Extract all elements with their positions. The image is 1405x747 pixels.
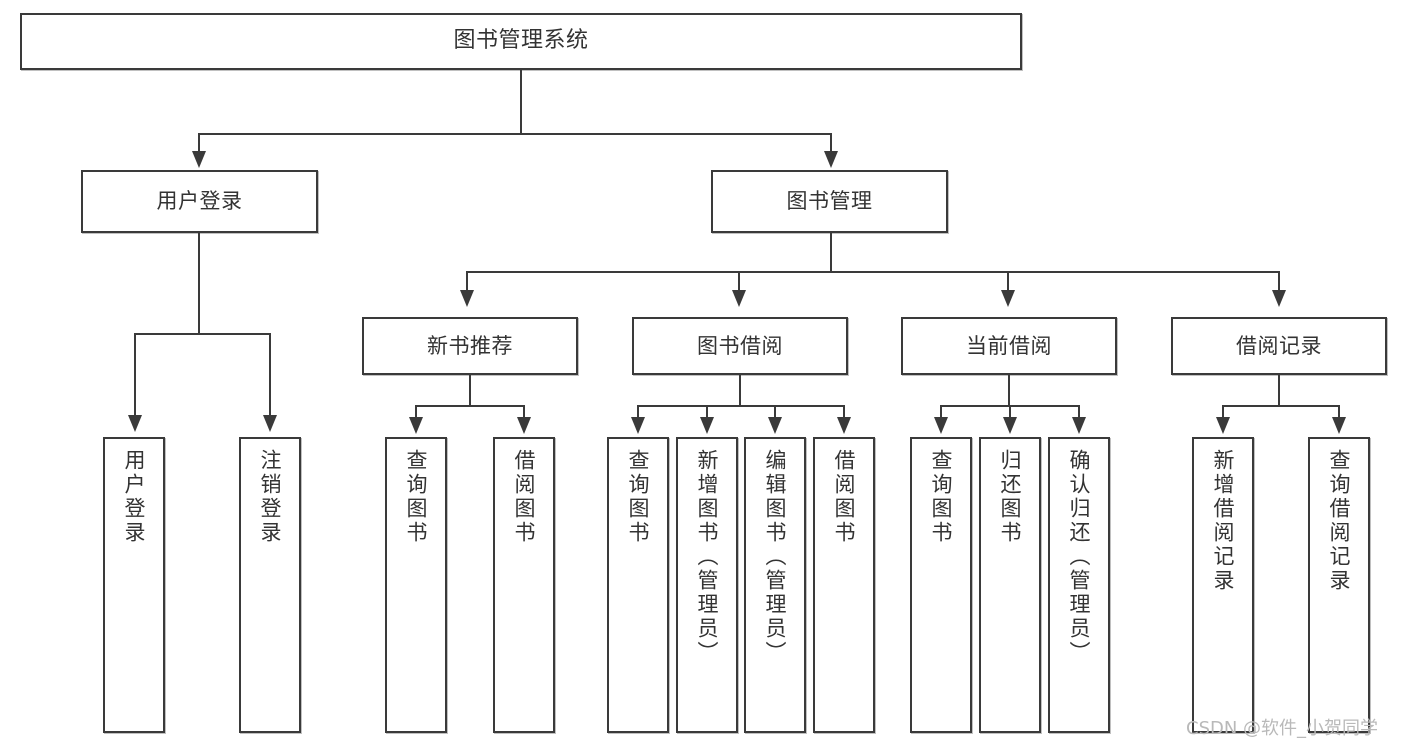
edge-borrow-record-stem: [1278, 375, 1280, 406]
arrowhead-bb-add: [700, 417, 714, 434]
leaf-current-return-book[interactable]: 归还图书: [979, 437, 1041, 733]
node-root-library-system[interactable]: 图书管理系统: [20, 13, 1022, 70]
arrowhead-leaf-user-login: [128, 415, 142, 432]
arrowhead-leaf-logout: [263, 415, 277, 432]
edge-drop-book-mgmt: [830, 133, 832, 153]
leaf-logout[interactable]: 注销登录: [239, 437, 301, 733]
csdn-watermark: CSDN @软件_小贺同学: [1186, 718, 1379, 739]
edge-drop-bb-add: [706, 405, 708, 419]
arrowhead-current-borrow: [1001, 290, 1015, 307]
node-label: 借阅图书: [832, 449, 857, 545]
node-book-borrow[interactable]: 图书借阅: [632, 317, 848, 375]
leaf-record-add-record[interactable]: 新增借阅记录: [1192, 437, 1254, 733]
leaf-borrow-add-book-admin[interactable]: 新增图书（管理员）: [676, 437, 738, 733]
leaf-current-query-book[interactable]: 查询图书: [910, 437, 972, 733]
edge-book-mgmt-stem: [830, 233, 832, 272]
edge-borrow-record-bus: [1222, 405, 1339, 407]
edge-level3-bus: [466, 271, 1280, 273]
node-borrow-record[interactable]: 借阅记录: [1171, 317, 1387, 375]
node-label: 新书推荐: [427, 333, 513, 358]
node-label: 新增借阅记录: [1211, 449, 1236, 593]
edge-book-borrow-stem: [739, 375, 741, 406]
edge-current-borrow-stem: [1008, 375, 1010, 406]
arrowhead-new-book: [460, 290, 474, 307]
node-label: 查询图书: [626, 449, 651, 545]
node-label: 借阅图书: [512, 449, 537, 545]
leaf-newbook-borrow-book[interactable]: 借阅图书: [493, 437, 555, 733]
arrowhead-borrow-record: [1272, 290, 1286, 307]
arrowhead-user-login: [192, 151, 206, 168]
leaf-newbook-query-book[interactable]: 查询图书: [385, 437, 447, 733]
node-label: 查询借阅记录: [1327, 449, 1352, 593]
edge-drop-cb-return: [1009, 405, 1011, 419]
edge-drop-new-book: [466, 271, 468, 292]
arrowhead-cb-confirm: [1072, 417, 1086, 434]
arrowhead-book-mgmt: [824, 151, 838, 168]
node-label: 借阅记录: [1236, 333, 1322, 358]
edge-drop-bb-borrow: [843, 405, 845, 419]
edge-drop-user-login: [198, 133, 200, 153]
edge-drop-book-borrow: [738, 271, 740, 292]
edge-drop-borrow-record: [1278, 271, 1280, 292]
node-label: 注销登录: [258, 449, 283, 545]
edge-level2-bus: [198, 133, 832, 135]
arrowhead-book-borrow: [732, 290, 746, 307]
node-label: 图书管理: [786, 189, 873, 214]
edge-user-login-bus: [134, 333, 271, 335]
leaf-user-login[interactable]: 用户登录: [103, 437, 165, 733]
node-label: 归还图书: [998, 449, 1023, 545]
leaf-borrow-borrow-book[interactable]: 借阅图书: [813, 437, 875, 733]
node-label: 查询图书: [929, 449, 954, 545]
node-label: 用户登录: [122, 449, 147, 545]
arrowhead-nb-borrow: [517, 417, 531, 434]
node-label: 用户登录: [156, 189, 243, 214]
arrowhead-bb-edit: [768, 417, 782, 434]
arrowhead-rec-add: [1216, 417, 1230, 434]
leaf-borrow-query-book[interactable]: 查询图书: [607, 437, 669, 733]
edge-drop-current-borrow: [1007, 271, 1009, 292]
arrowhead-bb-query: [631, 417, 645, 434]
node-user-login[interactable]: 用户登录: [81, 170, 318, 233]
edge-book-borrow-bus: [637, 405, 844, 407]
edge-drop-bb-query: [637, 405, 639, 419]
edge-drop-leaf-user-login: [134, 333, 136, 417]
node-label: 当前借阅: [966, 333, 1052, 358]
arrowhead-nb-query: [409, 417, 423, 434]
node-label: 图书借阅: [697, 333, 783, 358]
arrowhead-rec-query: [1332, 417, 1346, 434]
edge-drop-rec-query: [1338, 405, 1340, 419]
edge-new-book-stem: [469, 375, 471, 406]
edge-drop-cb-confirm: [1078, 405, 1080, 419]
edge-drop-nb-borrow: [523, 405, 525, 419]
node-book-management[interactable]: 图书管理: [711, 170, 948, 233]
edge-drop-nb-query: [415, 405, 417, 419]
node-label: 编辑图书（管理员）: [763, 449, 788, 665]
node-current-borrow[interactable]: 当前借阅: [901, 317, 1117, 375]
arrowhead-cb-query: [934, 417, 948, 434]
node-label: 确认归还（管理员）: [1067, 449, 1092, 665]
arrowhead-cb-return: [1003, 417, 1017, 434]
node-new-book-recommend[interactable]: 新书推荐: [362, 317, 578, 375]
edge-new-book-bus: [415, 405, 525, 407]
arrowhead-bb-borrow: [837, 417, 851, 434]
node-label: 新增图书（管理员）: [695, 449, 720, 665]
edge-drop-bb-edit: [774, 405, 776, 419]
edge-root-stem: [520, 70, 522, 134]
leaf-borrow-edit-book-admin[interactable]: 编辑图书（管理员）: [744, 437, 806, 733]
node-label: 图书管理系统: [453, 28, 589, 54]
leaf-current-confirm-return-admin[interactable]: 确认归还（管理员）: [1048, 437, 1110, 733]
node-label: 查询图书: [404, 449, 429, 545]
edge-drop-leaf-logout: [269, 333, 271, 417]
leaf-record-query-record[interactable]: 查询借阅记录: [1308, 437, 1370, 733]
edge-drop-cb-query: [940, 405, 942, 419]
edge-drop-rec-add: [1222, 405, 1224, 419]
edge-user-login-stem: [198, 233, 200, 334]
